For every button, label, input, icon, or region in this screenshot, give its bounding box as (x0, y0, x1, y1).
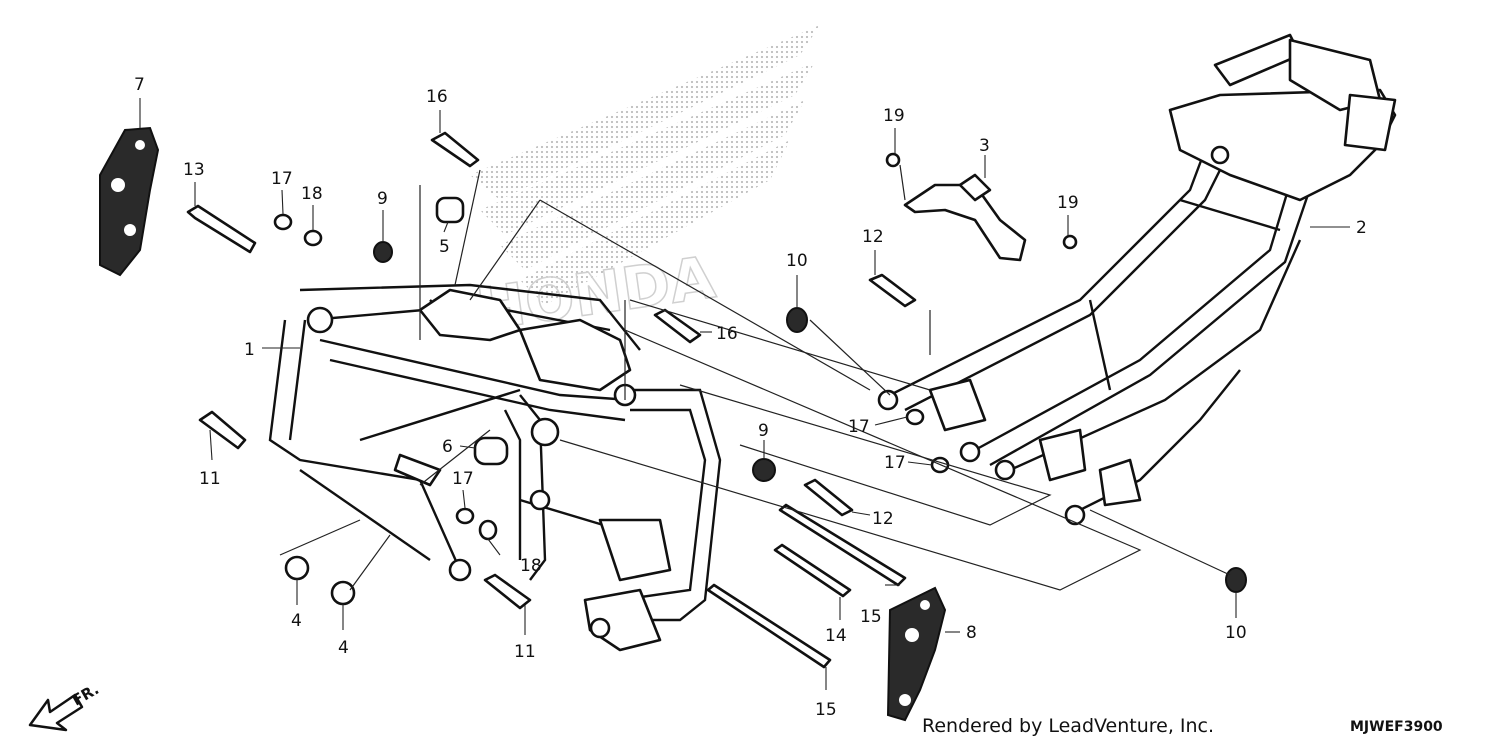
hardware-fasteners (186, 131, 1247, 669)
callout-2: 2 (1356, 218, 1367, 238)
callout-9a: 9 (377, 189, 388, 209)
callout-12b: 12 (872, 509, 894, 529)
part-2-rear-subframe (877, 33, 1397, 526)
part-3-bracket (899, 164, 1027, 262)
callout-19a: 19 (883, 106, 905, 126)
callout-17b: 17 (452, 469, 474, 489)
callout-5: 5 (439, 237, 450, 257)
callout-19b: 19 (1057, 193, 1079, 213)
callout-18b: 18 (520, 556, 542, 576)
callout-10b: 10 (1225, 623, 1247, 643)
callout-6: 6 (442, 437, 453, 457)
callout-16a: 16 (426, 87, 448, 107)
honda-wing-watermark: HONDA (470, 25, 820, 345)
callout-18a: 18 (301, 184, 323, 204)
render-credit: Rendered by LeadVenture, Inc. (922, 715, 1214, 737)
front-arrow-icon (28, 693, 84, 732)
diagram-code: MJWEF3900 (1350, 719, 1443, 735)
callout-16b: 16 (716, 324, 738, 344)
callout-8: 8 (966, 623, 977, 643)
callout-3: 3 (979, 136, 990, 156)
callout-11a: 11 (199, 469, 221, 489)
callout-numbers: 1 2 3 4 4 5 6 7 8 9 9 10 10 11 11 12 12 … (134, 75, 1367, 720)
callout-1: 1 (244, 340, 255, 360)
callout-4b: 4 (338, 638, 349, 658)
callout-10a: 10 (786, 251, 808, 271)
leader-lines (139, 98, 1350, 690)
callout-17d: 17 (884, 453, 906, 473)
callout-15b: 15 (815, 700, 837, 720)
part-1-main-frame (268, 283, 722, 652)
callout-13: 13 (183, 160, 205, 180)
callout-17c: 17 (848, 417, 870, 437)
front-direction-indicator: FR. (28, 680, 102, 732)
callout-14: 14 (825, 626, 847, 646)
part-8-engine-hanger-right (886, 586, 947, 722)
callout-15a: 15 (860, 607, 882, 627)
callout-9b: 9 (758, 421, 769, 441)
part-7-engine-hanger-left (99, 126, 160, 277)
callout-11b: 11 (514, 642, 536, 662)
locator-lines (279, 169, 1231, 591)
callout-7: 7 (134, 75, 145, 95)
callout-17a: 17 (271, 169, 293, 189)
callout-4a: 4 (291, 611, 302, 631)
callout-12a: 12 (862, 227, 884, 247)
